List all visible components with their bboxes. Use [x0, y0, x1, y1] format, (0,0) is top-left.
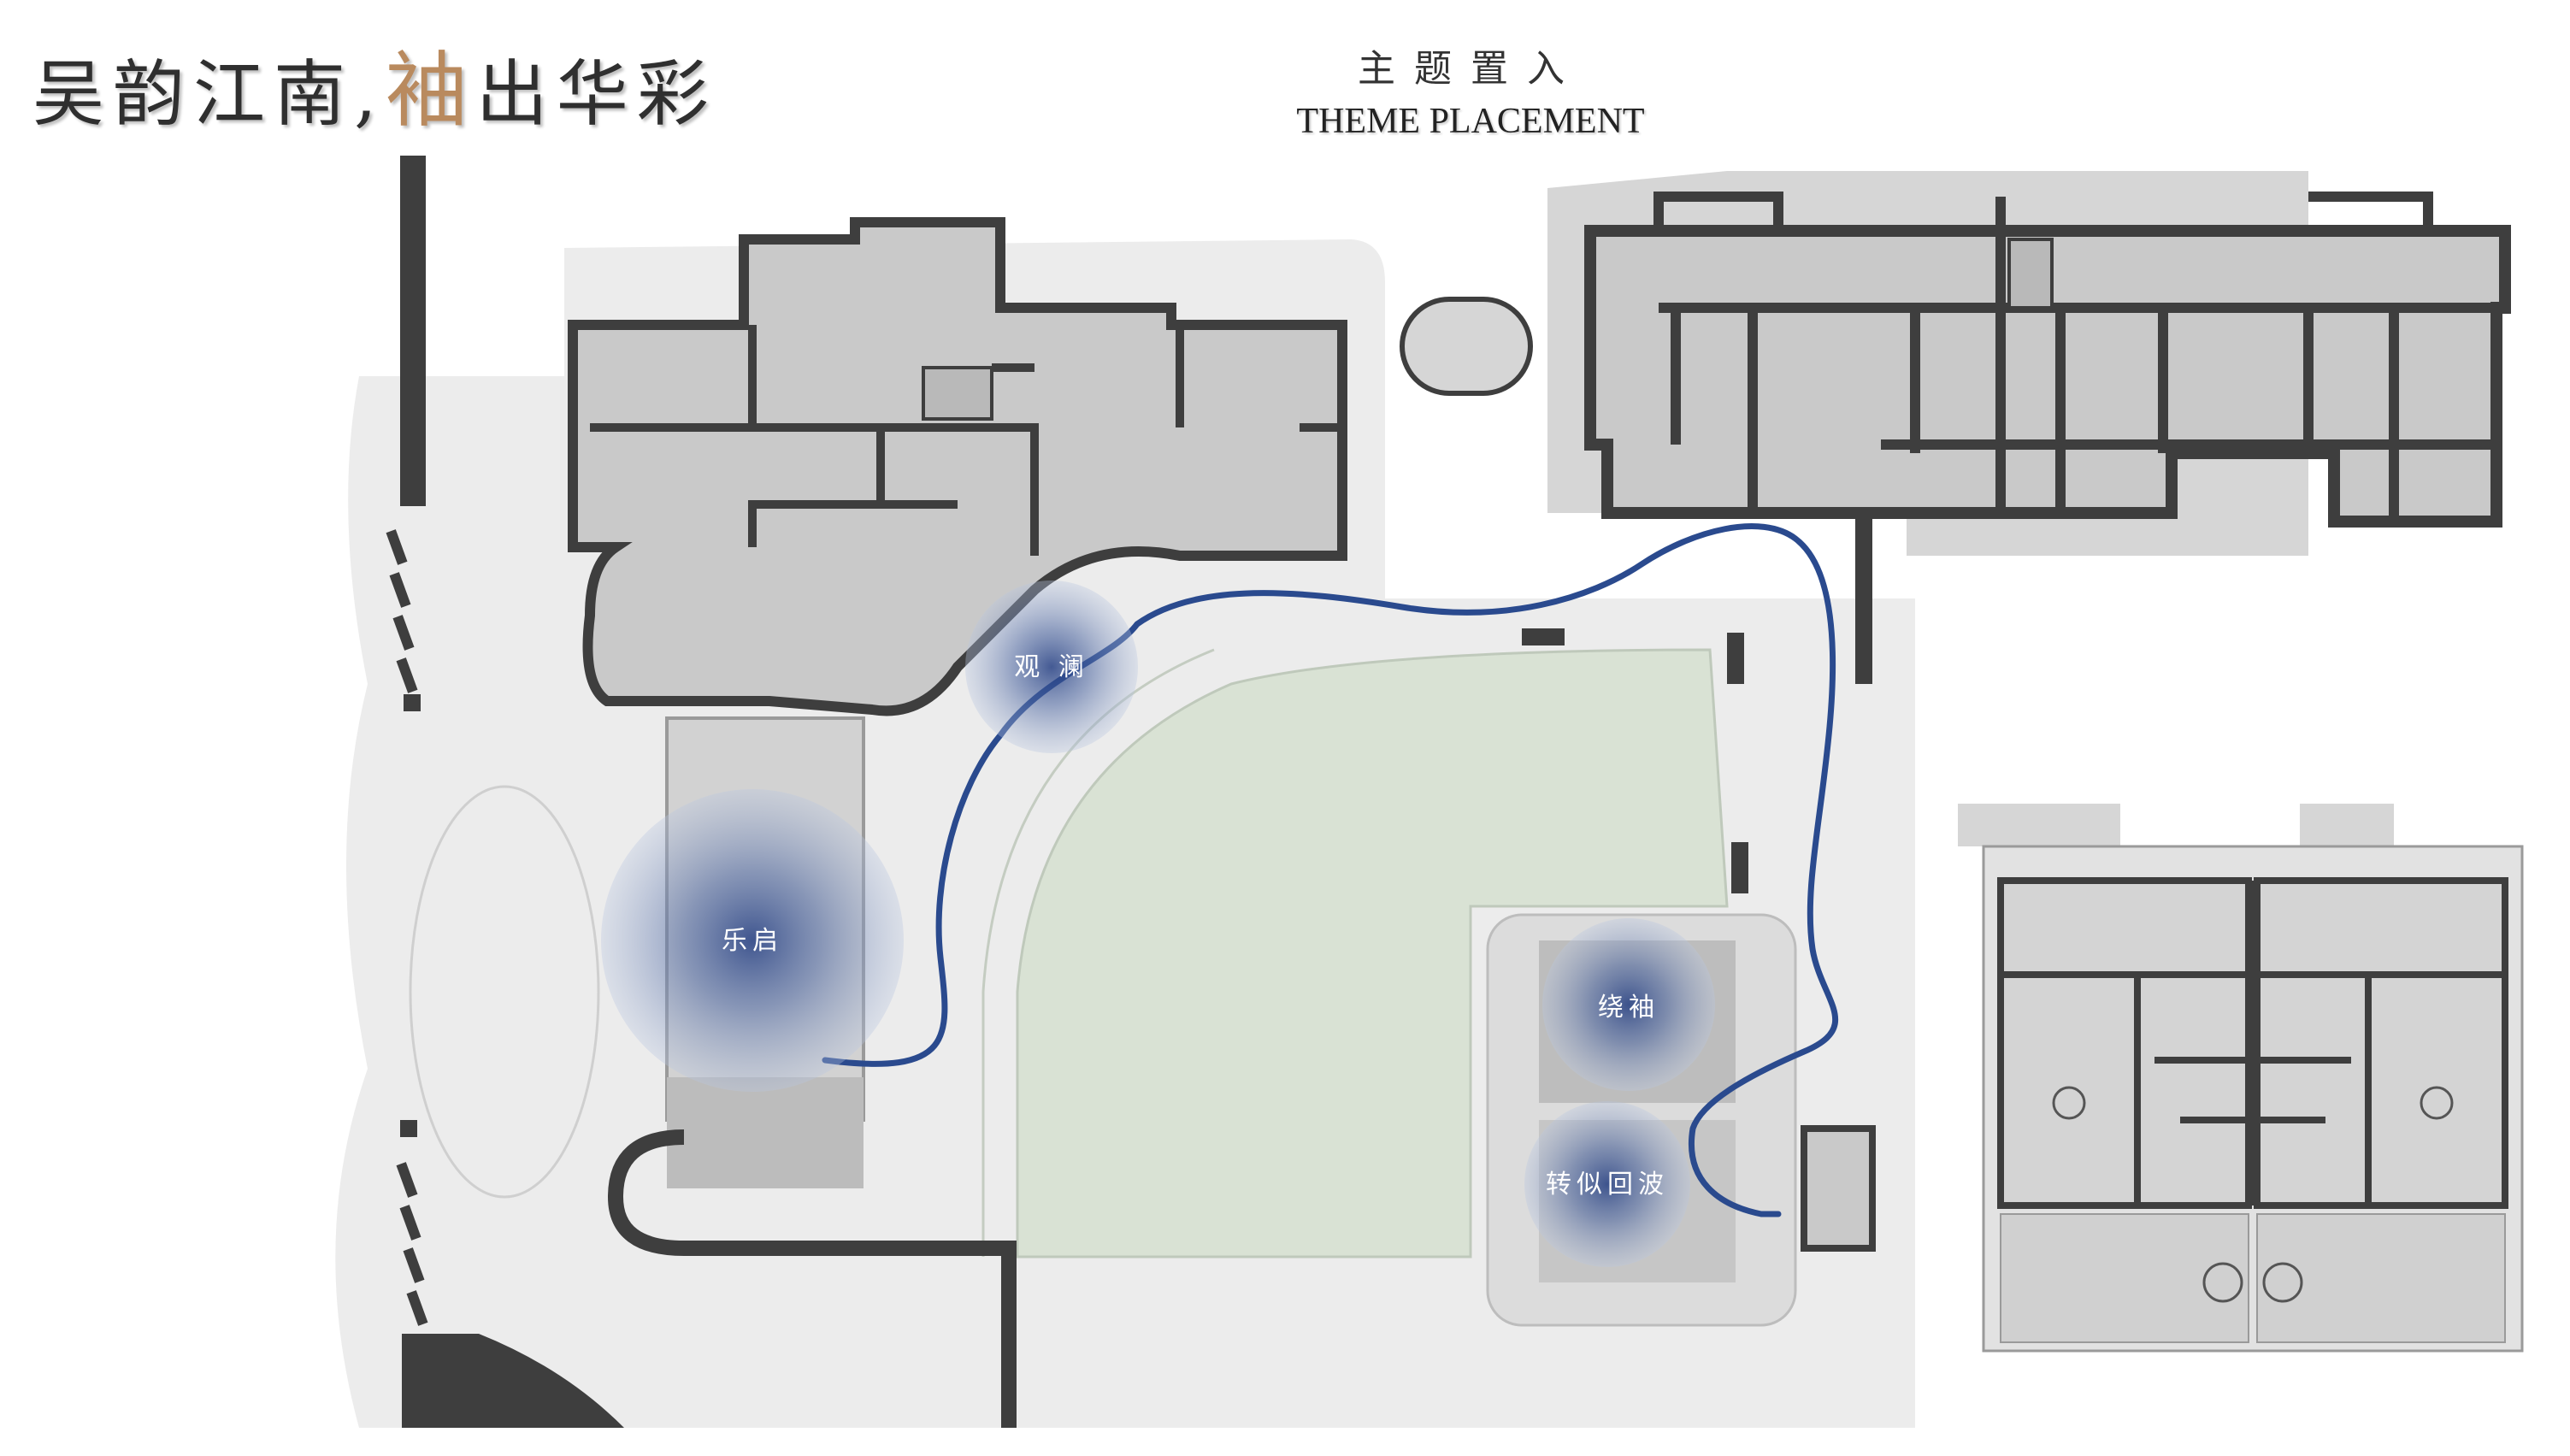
east-bench-2 — [1727, 633, 1744, 684]
stair-core — [922, 366, 993, 421]
circulation-route — [822, 523, 1838, 1217]
right-interior-walls — [1653, 192, 2505, 522]
west-pavilion-wall — [607, 1129, 1017, 1428]
east-bench-1 — [1522, 628, 1565, 645]
zone-label-leqi: 乐启 — [722, 926, 783, 956]
zone-bubble-raoxiu — [1542, 918, 1715, 1091]
left-boundary-wall — [400, 156, 426, 506]
southwest-dark-wedge — [402, 1334, 624, 1428]
east-bench-3 — [1731, 842, 1748, 893]
round-planter — [1400, 297, 1533, 396]
central-lawn — [1016, 648, 1729, 1259]
left-wall-fragments — [386, 529, 428, 1326]
left-interior-walls — [590, 325, 1342, 556]
zone-bubble-leqi — [601, 789, 904, 1092]
title-accent-char: 袖 — [385, 43, 476, 139]
subtitle-chinese: 主题置入 — [1358, 47, 1583, 91]
elevator-tower — [1801, 1125, 1876, 1252]
lawn-inner-arc — [981, 648, 1215, 1257]
zone-label-guanlan: 观 澜 — [1014, 652, 1089, 682]
west-pavilion-terrace — [667, 1077, 864, 1188]
right-stair-core — [2007, 238, 2054, 309]
zone-label-raoxiu: 绕袖 — [1598, 993, 1659, 1023]
subtitle-english: THEME PLACEMENT — [1296, 102, 1645, 141]
plaza-oval — [409, 785, 600, 1199]
title-suffix: 出华彩 — [475, 52, 717, 136]
left-building-block — [568, 217, 1347, 716]
zone-label-zhuansi: 转似回波 — [1546, 1170, 1669, 1200]
inset-unit-plan — [1958, 804, 2524, 1353]
zone-bubble-guanlan — [965, 581, 1138, 753]
page-title: 吴韵江南,袖出华彩 — [32, 24, 717, 143]
title-prefix: 吴韵江南, — [32, 52, 386, 136]
zone-bubble-zhuansi — [1524, 1101, 1690, 1267]
